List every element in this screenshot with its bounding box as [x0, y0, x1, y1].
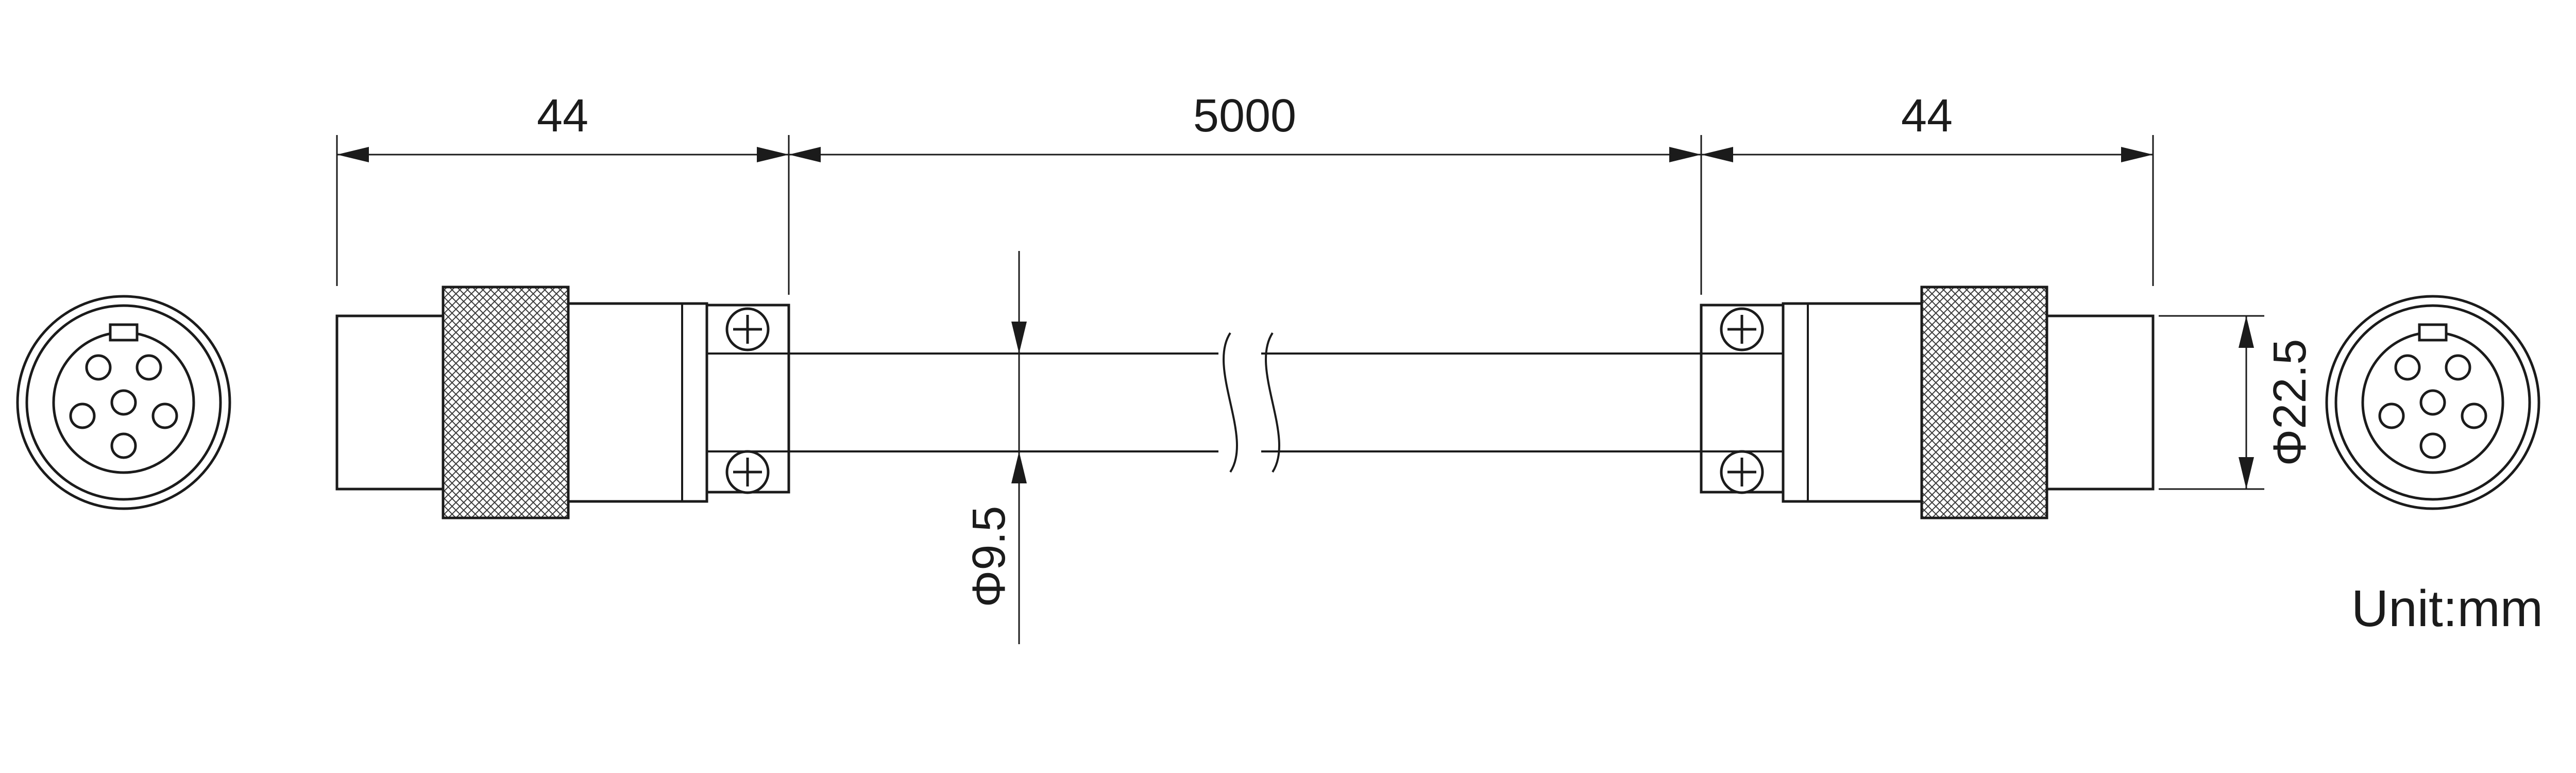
unit-label: Unit:mm [2351, 580, 2543, 637]
knurl-grip [442, 285, 570, 519]
phillips-cross-icon [733, 315, 762, 344]
right-connector-face [2325, 295, 2540, 510]
arrowhead [1701, 147, 1733, 162]
break-symbol [1223, 332, 1280, 473]
knurl-grip [1920, 285, 2048, 519]
clamp-screw-bottom [1720, 450, 1764, 494]
coupling-body [567, 302, 708, 503]
pin [135, 354, 162, 381]
pin-group [69, 354, 178, 459]
connector-diameter-dimension: Φ22.5 [2159, 315, 2316, 490]
arrowhead [2121, 147, 2153, 162]
left-connector-face [16, 295, 231, 510]
pin-group [2378, 354, 2487, 459]
keyway-notch [109, 323, 139, 342]
dim-cable-diameter: Φ9.5 [963, 506, 1015, 608]
dim-right-connector-length: 44 [1901, 90, 1953, 142]
arrowhead [337, 147, 369, 162]
cable-left-segment [789, 352, 1218, 452]
clamp-screw-top [1720, 307, 1764, 351]
dim-left-connector-length: 44 [537, 90, 588, 142]
pin [2445, 354, 2471, 381]
phillips-cross-icon [1727, 458, 1756, 486]
length-dimensions: 44 5000 44 [336, 90, 2154, 295]
arrowhead [757, 147, 789, 162]
cable [789, 332, 1701, 473]
dim-connector-diameter: Φ22.5 [2264, 339, 2316, 466]
pin [110, 389, 137, 416]
pin [151, 402, 178, 429]
pin [2378, 402, 2405, 429]
pin [2419, 432, 2446, 459]
left-connector-side [335, 285, 790, 519]
pin [2419, 389, 2446, 416]
arrowhead [1011, 322, 1027, 354]
pin [85, 354, 112, 381]
phillips-cross-icon [733, 458, 762, 486]
arrowhead [1669, 147, 1701, 162]
coupling-body [1782, 302, 1923, 503]
pin [110, 432, 137, 459]
dim-cable-length: 5000 [1193, 90, 1296, 142]
arrowhead [789, 147, 821, 162]
cable-diameter-dimension: Φ9.5 [963, 251, 1027, 644]
clamp-screw-bottom [725, 450, 770, 494]
arrowhead [1011, 451, 1027, 483]
cable-right-segment [1261, 352, 1701, 452]
keyway-notch [2418, 323, 2448, 342]
arrowhead [2239, 457, 2254, 489]
clamp-screw-top [725, 307, 770, 351]
pin [69, 402, 96, 429]
phillips-cross-icon [1727, 315, 1756, 344]
pin [2394, 354, 2421, 381]
rear-cap [2045, 314, 2155, 491]
pin [2461, 402, 2487, 429]
rear-cap [335, 314, 445, 491]
right-connector-side [1700, 285, 2155, 519]
arrowhead [2239, 316, 2254, 348]
